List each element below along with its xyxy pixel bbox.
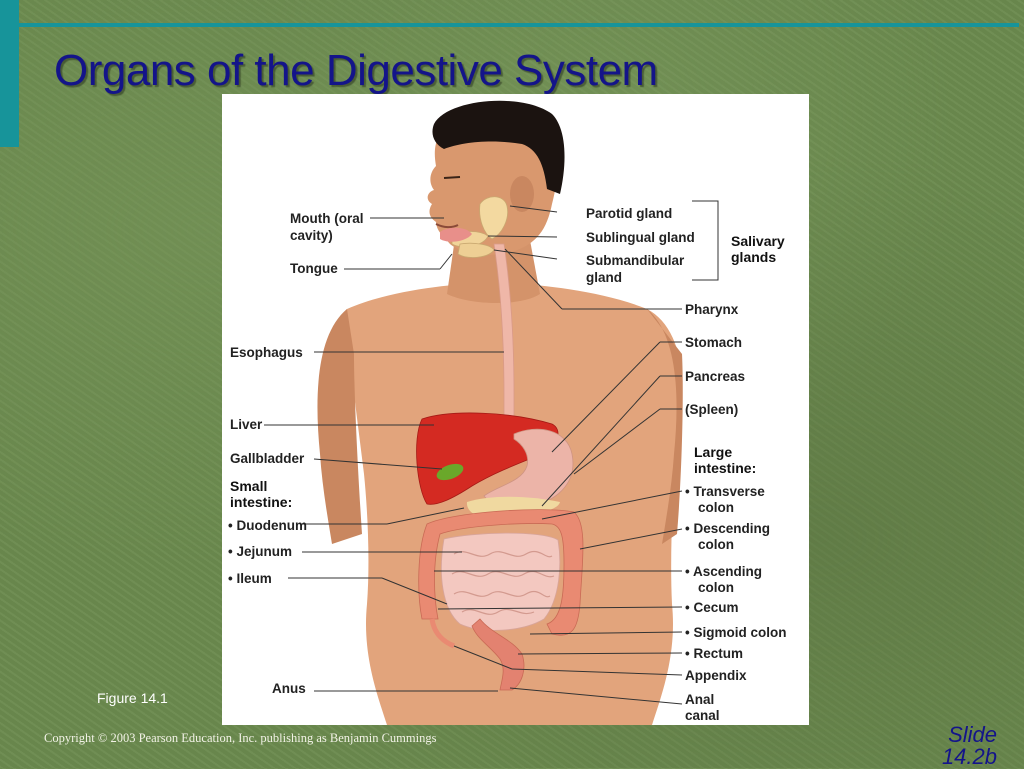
slide-number-value: 14.2b bbox=[941, 744, 997, 769]
label-mouth-line2: cavity) bbox=[290, 228, 333, 243]
label-stomach: Stomach bbox=[685, 335, 742, 350]
submandibular-gland bbox=[457, 242, 495, 258]
label-liver: Liver bbox=[230, 417, 263, 432]
label-transverse-line1: • Transverse bbox=[685, 484, 765, 499]
tongue-shape bbox=[440, 227, 472, 242]
digestive-system-figure: Mouth (oral cavity) Tongue Esophagus Liv… bbox=[222, 94, 809, 725]
leader-lines bbox=[264, 200, 719, 705]
small-intestine-shape bbox=[441, 532, 561, 631]
label-ileum: • Ileum bbox=[228, 571, 272, 586]
slide-title: Organs of the Digestive System bbox=[54, 46, 658, 95]
label-rectum: • Rectum bbox=[685, 646, 743, 661]
label-spleen: (Spleen) bbox=[685, 402, 738, 417]
label-descending-line1: • Descending bbox=[685, 521, 770, 536]
label-parotid-gland: Parotid gland bbox=[586, 206, 672, 221]
label-salivary-line2: glands bbox=[731, 249, 776, 265]
label-ascending-line1: • Ascending bbox=[685, 564, 762, 579]
appendix-shape bbox=[429, 618, 456, 649]
label-duodenum: • Duodenum bbox=[228, 518, 307, 533]
label-small-intestine-line1: Small bbox=[230, 478, 267, 494]
label-descending-line2: colon bbox=[698, 537, 734, 552]
label-jejunum: • Jejunum bbox=[228, 544, 292, 559]
label-submandibular-line1: Submandibular bbox=[586, 253, 685, 268]
eye bbox=[443, 176, 461, 179]
label-cecum: • Cecum bbox=[685, 600, 739, 615]
accent-bar-vertical bbox=[0, 0, 19, 147]
label-sigmoid-colon: • Sigmoid colon bbox=[685, 625, 786, 640]
label-submandibular-line2: gland bbox=[586, 270, 622, 285]
body-illustration bbox=[317, 100, 683, 725]
label-anal-canal-line2: canal bbox=[685, 708, 720, 723]
label-anus: Anus bbox=[272, 681, 306, 696]
slide-number: Slide 14.2b bbox=[927, 724, 997, 768]
label-appendix: Appendix bbox=[685, 668, 747, 683]
rectum-shape bbox=[471, 618, 525, 691]
label-gallbladder: Gallbladder bbox=[230, 451, 305, 466]
label-esophagus: Esophagus bbox=[230, 345, 303, 360]
label-sublingual-gland: Sublingual gland bbox=[586, 230, 695, 245]
label-ascending-line2: colon bbox=[698, 580, 734, 595]
label-large-intestine-line2: intestine: bbox=[694, 460, 756, 476]
label-tongue: Tongue bbox=[290, 261, 338, 276]
hair bbox=[432, 100, 565, 194]
lips bbox=[435, 223, 459, 229]
copyright-notice: Copyright © 2003 Pearson Education, Inc.… bbox=[44, 731, 437, 745]
right-arm bbox=[647, 309, 683, 544]
left-arm bbox=[317, 309, 362, 544]
slide-label: Slide bbox=[948, 722, 997, 747]
label-mouth-line1: Mouth (oral bbox=[290, 211, 364, 226]
label-anal-canal-line1: Anal bbox=[685, 692, 714, 707]
figure-caption: Figure 14.1 bbox=[97, 690, 168, 706]
parotid-gland bbox=[479, 196, 509, 240]
gallbladder-shape bbox=[436, 463, 464, 481]
label-salivary-line1: Salivary bbox=[731, 233, 785, 249]
label-pharynx: Pharynx bbox=[685, 302, 739, 317]
ear bbox=[510, 176, 534, 212]
accent-bar-horizontal bbox=[19, 23, 1019, 27]
label-transverse-line2: colon bbox=[698, 500, 734, 515]
label-pancreas: Pancreas bbox=[685, 369, 745, 384]
label-small-intestine-line2: intestine: bbox=[230, 494, 292, 510]
label-large-intestine-line1: Large bbox=[694, 444, 732, 460]
